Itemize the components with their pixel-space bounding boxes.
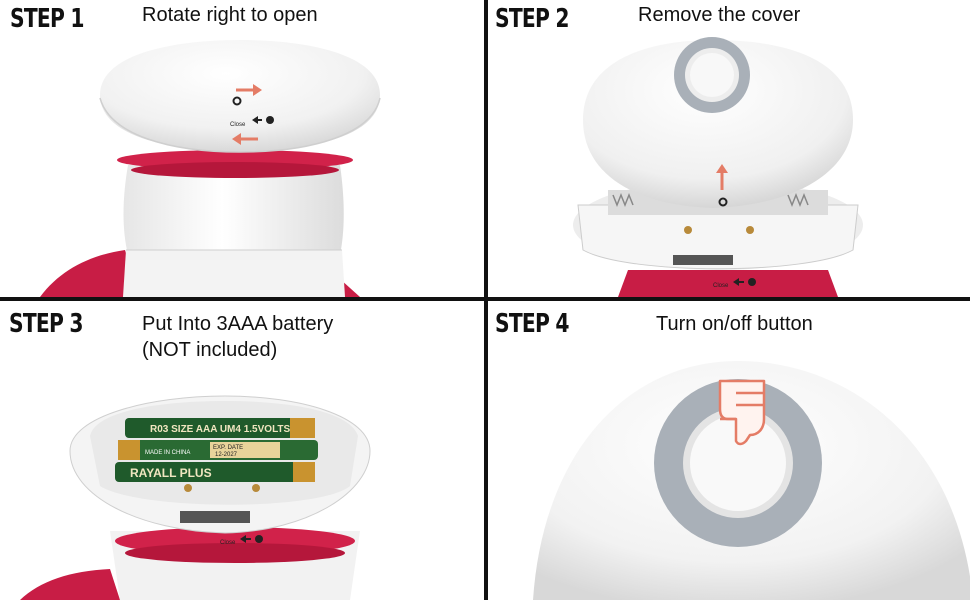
arrow-right-icon [236,84,262,96]
step-2-device-illustration: Close [573,37,863,297]
step-2-caption: Remove the cover [638,4,801,26]
svg-text:12-2027: 12-2027 [215,452,238,458]
step-4-panel: STEP 4 Turn on/off button [488,301,970,600]
step-3-label: STEP 3 [9,309,83,339]
arrow-up-icon [716,164,728,190]
close-mark: Close [230,122,246,128]
power-button [690,415,786,511]
arrow-left-icon [232,133,258,145]
step-1-label: STEP 1 [10,4,84,34]
step-4-label: STEP 4 [495,309,569,339]
close-mark: Close [713,283,729,289]
battery: EXP. DATE 12-2027 MADE IN CHINA [118,440,318,460]
svg-text:R03 SIZE AAA UM4 1.5VOLTS: R03 SIZE AAA UM4 1.5VOLTS [150,424,291,435]
step-4-caption: Turn on/off button [656,313,813,335]
step-3-device-illustration: R03 SIZE AAA UM4 1.5VOLTS EXP. DATE 12-2… [20,395,371,600]
close-mark: Close [220,540,236,546]
battery: R03 SIZE AAA UM4 1.5VOLTS [125,418,315,438]
svg-text:EXP. DATE: EXP. DATE [213,445,243,451]
step-1-caption: Rotate right to open [142,4,318,26]
step-1-device-illustration: Close [40,40,381,297]
step-3-panel: R03 SIZE AAA UM4 1.5VOLTS EXP. DATE 12-2… [0,301,484,600]
step-3-caption-line2: (NOT included) [142,339,278,361]
step-4-device-illustration [533,361,970,600]
svg-text:MADE IN CHINA: MADE IN CHINA [145,450,190,456]
svg-text:RAYALL PLUS: RAYALL PLUS [130,466,212,480]
step-3-caption-line1: Put Into 3AAA battery [142,313,334,335]
battery: RAYALL PLUS [115,462,315,482]
horizontal-divider [0,297,970,301]
step-1-panel: Close STEP 1 Rotate right to open [0,0,484,297]
step-2-panel: Close STEP 2 Remove the cover [488,0,970,297]
step-2-label: STEP 2 [495,4,569,34]
pointing-hand-icon [718,379,766,446]
